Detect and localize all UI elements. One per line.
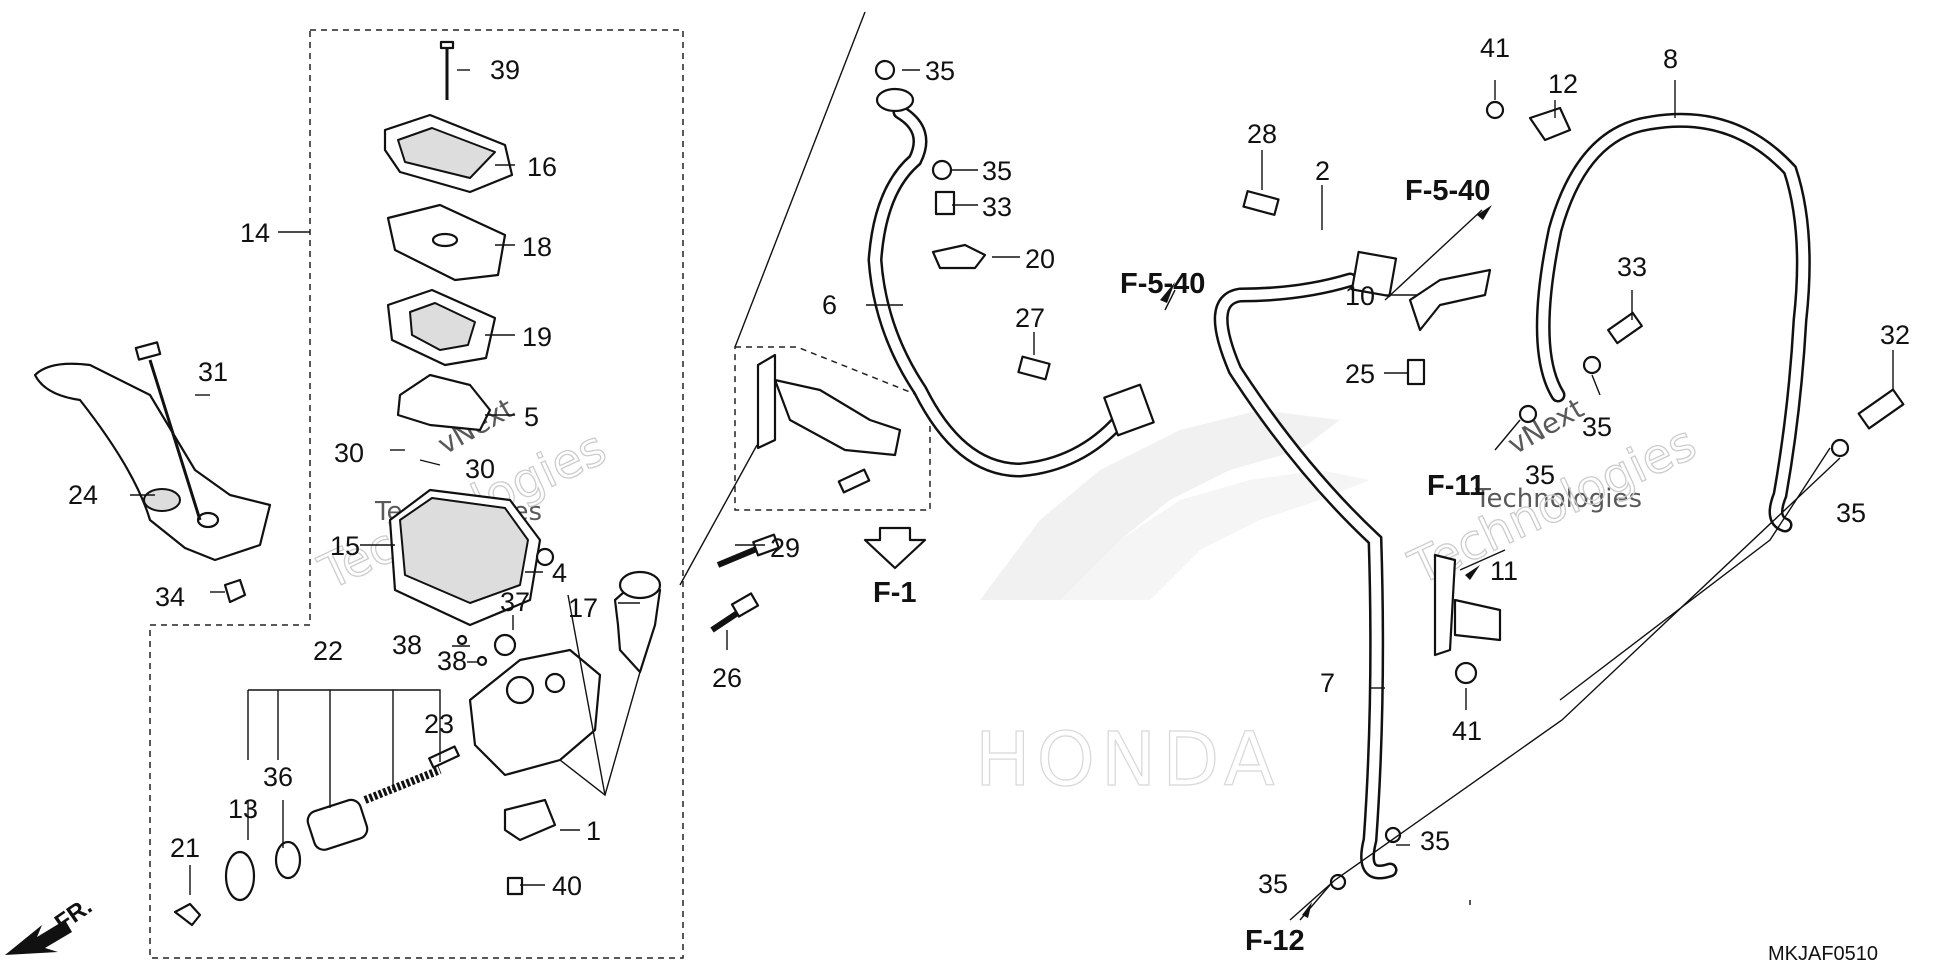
part-label-39: 39: [490, 55, 520, 85]
pivot-nut: [223, 578, 247, 604]
holder-bolts: [710, 533, 780, 633]
diagram-code: MKJAF0510: [1768, 943, 1878, 965]
reservoir-body: [388, 488, 542, 627]
part-label-25: 25: [1345, 359, 1375, 389]
part-label-35-d: 35: [1525, 460, 1555, 490]
part-label-34: 34: [155, 582, 185, 612]
reservoir-cap: [383, 113, 514, 194]
part-label-29: 29: [770, 533, 800, 563]
part-number-labels: 39 16 14 18 19 31 5 30 30 24 15 4 34 17 …: [68, 33, 1910, 901]
part-label-38-upper: 38: [392, 630, 422, 660]
part-label-17: 17: [568, 593, 598, 623]
honda-brand-watermark: HONDA: [975, 717, 1281, 803]
brake-hose-7: [1213, 250, 1398, 880]
ref-f12: F-12: [1245, 925, 1305, 957]
part-label-33-b: 33: [1617, 252, 1647, 282]
part-label-35-a: 35: [925, 56, 955, 86]
arrowhead-icon: [1465, 565, 1480, 580]
clamp-12: [1528, 106, 1572, 142]
part-label-30-right: 30: [465, 454, 495, 484]
part-label-23: 23: [424, 709, 454, 739]
part-label-41-bottom: 41: [1452, 716, 1482, 746]
brake-hose-6: [867, 87, 1155, 478]
front-direction-arrow-icon: FR.: [5, 893, 97, 955]
ref-f11: F-11: [1427, 470, 1485, 502]
part-label-6: 6: [822, 290, 837, 320]
holder-clamp: [613, 570, 662, 674]
hose-bracket-11: [1433, 553, 1502, 657]
part-label-10: 10: [1345, 281, 1375, 311]
part-label-35-g: 35: [1258, 869, 1288, 899]
part-label-14: 14: [240, 218, 270, 248]
part-label-36: 36: [263, 762, 293, 792]
master-cylinder-body: [468, 648, 602, 777]
brake-hose-8: [1535, 112, 1811, 533]
part-label-35-e: 35: [1836, 498, 1866, 528]
part-label-28: 28: [1247, 119, 1277, 149]
hose-bracket-10: [1408, 268, 1492, 332]
ref-f5-40-right: F-5-40: [1405, 175, 1490, 207]
part-label-35-f: 35: [1420, 826, 1450, 856]
plate-hole: [431, 232, 459, 248]
part-label-18: 18: [522, 232, 552, 262]
part-label-1: 1: [586, 816, 601, 846]
cap-screw: [439, 40, 455, 100]
part-label-35-c: 35: [1582, 412, 1612, 442]
float-plate: [396, 373, 492, 432]
diaphragm-inner: [409, 302, 476, 351]
part-label-35-b: 35: [982, 156, 1012, 186]
part-label-19: 19: [522, 322, 552, 352]
part-label-20: 20: [1025, 244, 1055, 274]
part-label-8: 8: [1663, 44, 1678, 74]
part-label-30-left: 30: [334, 438, 364, 468]
arrowhead-icon: [1302, 902, 1312, 918]
part-label-37: 37: [500, 587, 530, 617]
part-label-7: 7: [1320, 668, 1335, 698]
part-label-5: 5: [524, 402, 539, 432]
part-label-31: 31: [198, 357, 228, 387]
part-label-21: 21: [170, 833, 200, 863]
part-label-24: 24: [68, 480, 98, 510]
hose-bracket: [756, 353, 902, 494]
honda-wing-watermark: HONDA: [974, 410, 1370, 804]
part-label-12: 12: [1548, 69, 1578, 99]
brake-switch: [503, 798, 557, 842]
arrowhead-icon: [1160, 282, 1175, 303]
part-label-22: 22: [313, 636, 343, 666]
brake-lever: [33, 362, 272, 562]
ref-f1: F-1: [873, 577, 917, 609]
arrowhead-icon: [1477, 205, 1492, 220]
leader-lines: [130, 69, 1894, 921]
part-label-16: 16: [527, 152, 557, 182]
ref-f5-40-left: F-5-40: [1120, 268, 1205, 300]
part-label-27: 27: [1015, 303, 1045, 333]
switch-screw: [506, 876, 524, 896]
part-label-4: 4: [552, 558, 567, 588]
part-label-26: 26: [712, 663, 742, 693]
washers-and-bolts: [456, 59, 1905, 891]
assembly-group-outline: [149, 29, 684, 959]
svg-text:Technologies: Technologies: [1474, 484, 1642, 514]
part-label-2: 2: [1315, 156, 1330, 186]
part-label-41-top: 41: [1480, 33, 1510, 63]
part-label-38-lower: 38: [437, 646, 467, 676]
part-label-32: 32: [1880, 320, 1910, 350]
piston-set: [173, 745, 460, 927]
part-label-15: 15: [330, 531, 360, 561]
pivot-bolt: [134, 341, 202, 521]
part-label-11: 11: [1490, 556, 1518, 586]
part-label-33-a: 33: [982, 192, 1012, 222]
part-label-40: 40: [552, 871, 582, 901]
part-label-13: 13: [228, 794, 258, 824]
direction-arrow-f1: [863, 526, 927, 570]
